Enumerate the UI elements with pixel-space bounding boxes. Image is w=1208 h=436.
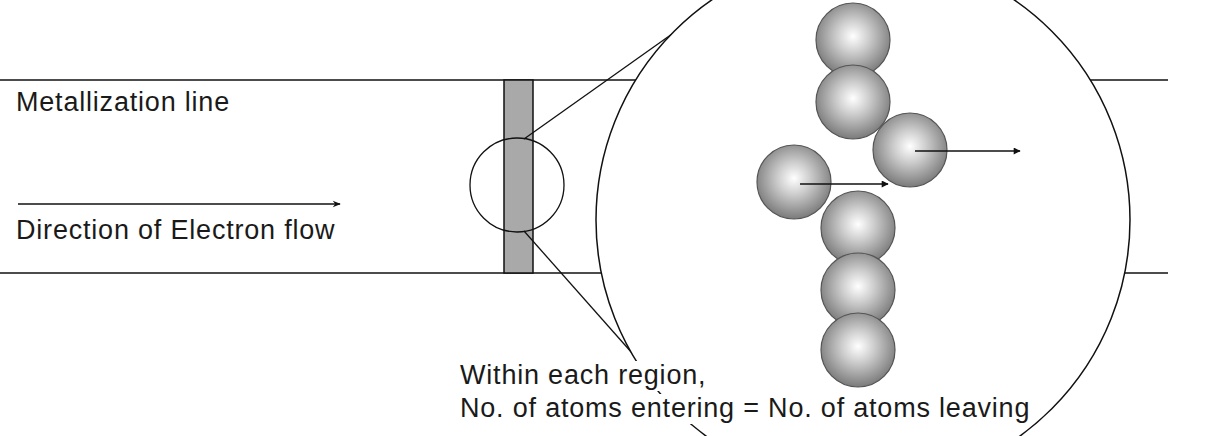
atom	[757, 145, 831, 219]
atoms	[757, 3, 947, 387]
region-slab	[504, 80, 533, 273]
label: Within each region,	[458, 361, 708, 391]
label: Direction of Electron flow	[14, 216, 337, 246]
zoom-circle	[470, 138, 564, 232]
motion-arrow	[800, 183, 888, 184]
atom	[816, 65, 890, 139]
atom	[821, 313, 895, 387]
flow-arrow	[18, 203, 340, 204]
label: Metallization line	[14, 88, 232, 118]
atom	[873, 113, 947, 187]
motion-arrow	[915, 150, 1020, 151]
label: No. of atoms entering = No. of atoms lea…	[458, 394, 1032, 424]
